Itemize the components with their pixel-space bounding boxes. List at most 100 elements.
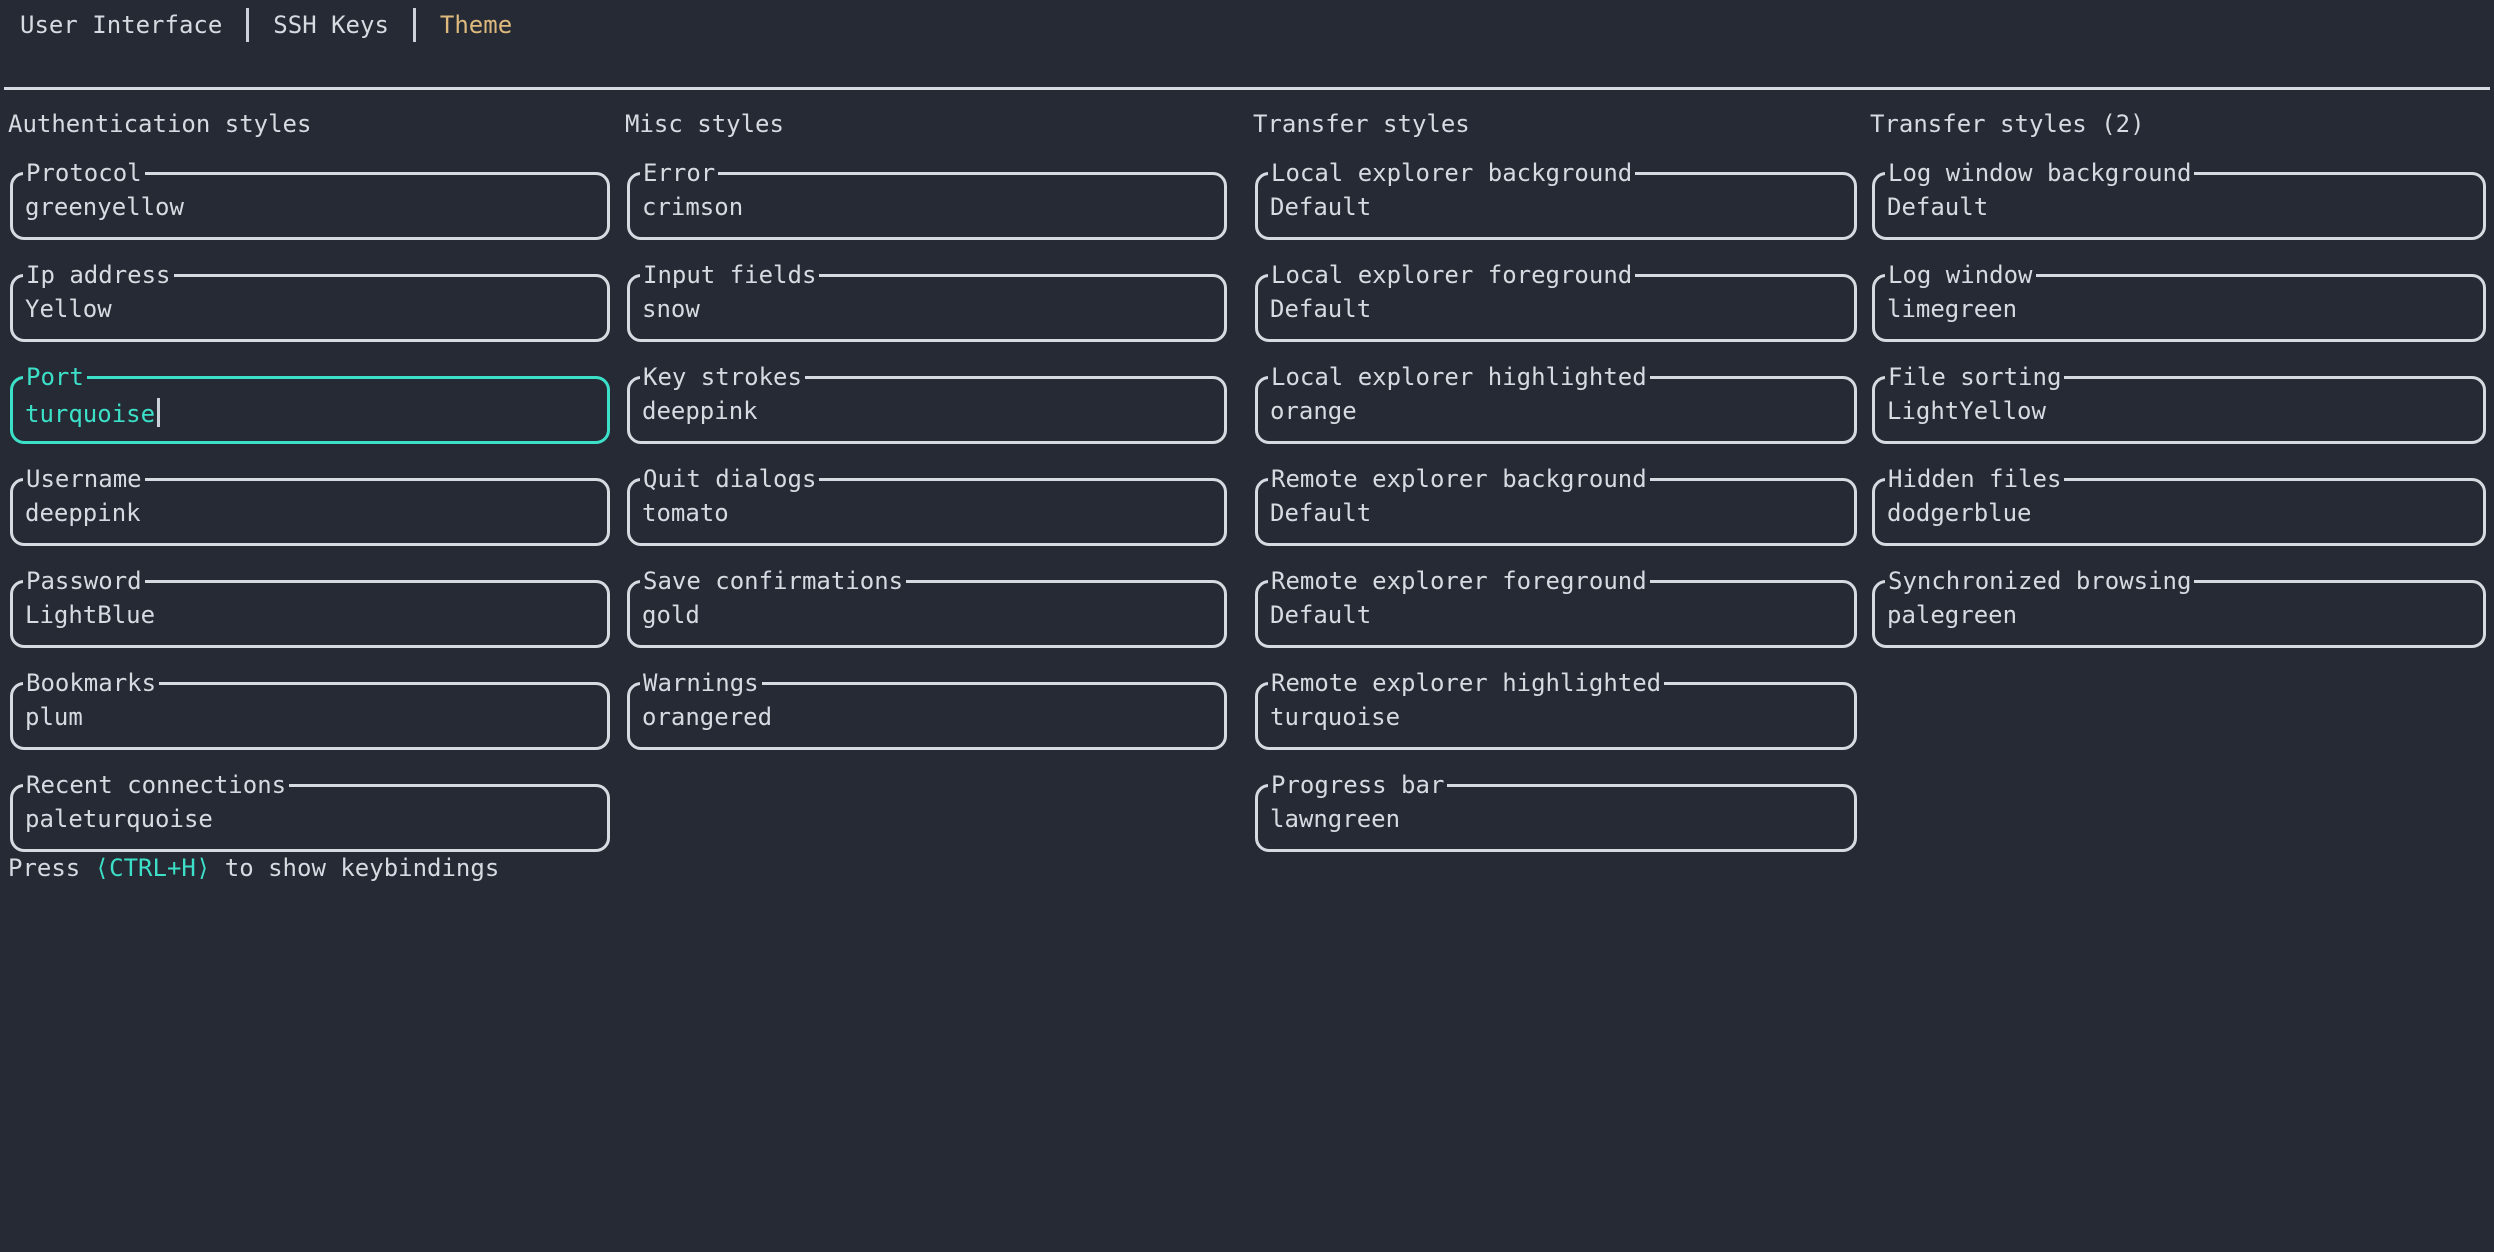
field-label: Key strokes [640, 365, 805, 389]
field-port[interactable]: Port turquoise [10, 365, 610, 444]
field-value: LightBlue [25, 602, 607, 628]
field-value: Default [1270, 500, 1854, 526]
text-cursor [157, 398, 161, 427]
field-value-text: deeppink [642, 397, 758, 425]
help-text: Press ⟨CTRL+H⟩ to show keybindings [8, 854, 499, 882]
field-value: orange [1270, 398, 1854, 424]
field-save-confirmations[interactable]: Save confirmations gold [627, 569, 1227, 648]
field-label: Port [23, 365, 87, 389]
field-value-text: Default [1270, 499, 1372, 527]
field-username[interactable]: Username deeppink [10, 467, 610, 546]
field-value-text: orangered [642, 703, 773, 731]
field-label: Synchronized browsing [1885, 569, 2195, 593]
field-value-text: dodgerblue [1887, 499, 2032, 527]
field-warnings[interactable]: Warnings orangered [627, 671, 1227, 750]
field-value: turquoise [25, 398, 607, 427]
field-value: deeppink [25, 500, 607, 526]
field-label: Remote explorer background [1268, 467, 1650, 491]
field-label: Bookmarks [23, 671, 160, 695]
column-title: Transfer styles (2) [1870, 110, 2145, 138]
field-value: plum [25, 704, 607, 730]
column-transfer-styles-2: Transfer styles (2) Log window background… [1870, 110, 2486, 648]
field-key-strokes[interactable]: Key strokes deeppink [627, 365, 1227, 444]
field-value: paleturquoise [25, 806, 607, 832]
field-label: Protocol [23, 161, 145, 185]
field-value-text: turquoise [1270, 703, 1401, 731]
field-recent-connections[interactable]: Recent connections paleturquoise [10, 773, 610, 852]
tab-theme[interactable]: Theme [439, 11, 513, 39]
field-label: Quit dialogs [640, 467, 820, 491]
field-value-text: tomato [642, 499, 729, 527]
field-label: Username [23, 467, 145, 491]
field-value-text: lawngreen [1270, 805, 1401, 833]
column-title: Authentication styles [8, 110, 312, 138]
field-label: Remote explorer foreground [1268, 569, 1650, 593]
field-label: Local explorer background [1268, 161, 1636, 185]
field-label: Ip address [23, 263, 174, 287]
field-value: Default [1270, 296, 1854, 322]
tab-separator [246, 8, 250, 42]
field-value-text: turquoise [25, 400, 156, 428]
field-value: LightYellow [1887, 398, 2483, 424]
field-value-text: orange [1270, 397, 1357, 425]
field-bookmarks[interactable]: Bookmarks plum [10, 671, 610, 750]
field-value: Default [1270, 194, 1854, 220]
field-value: deeppink [642, 398, 1224, 424]
field-value-text: gold [642, 601, 700, 629]
field-error[interactable]: Error crimson [627, 161, 1227, 240]
tab-ssh-keys[interactable]: SSH Keys [273, 11, 389, 39]
field-value-text: palegreen [1887, 601, 2018, 629]
field-label: Local explorer foreground [1268, 263, 1636, 287]
field-value: Default [1270, 602, 1854, 628]
field-synchronized-browsing[interactable]: Synchronized browsing palegreen [1872, 569, 2486, 648]
tab-separator [412, 8, 416, 42]
field-label: Warnings [640, 671, 762, 695]
field-value-text: Yellow [25, 295, 112, 323]
field-value-text: Default [1270, 193, 1372, 221]
field-progress-bar[interactable]: Progress bar lawngreen [1255, 773, 1857, 852]
field-value-text: crimson [642, 193, 744, 221]
field-value: orangered [642, 704, 1224, 730]
field-value-text: Default [1270, 295, 1372, 323]
field-protocol[interactable]: Protocol greenyellow [10, 161, 610, 240]
field-value: Default [1887, 194, 2483, 220]
field-value: crimson [642, 194, 1224, 220]
field-quit-dialogs[interactable]: Quit dialogs tomato [627, 467, 1227, 546]
tab-separator-line [4, 87, 2490, 90]
field-label: Save confirmations [640, 569, 907, 593]
field-value: palegreen [1887, 602, 2483, 628]
field-label: Error [640, 161, 719, 185]
field-value: gold [642, 602, 1224, 628]
field-value: greenyellow [25, 194, 607, 220]
field-value: turquoise [1270, 704, 1854, 730]
field-label: Log window background [1885, 161, 2195, 185]
field-label: Input fields [640, 263, 820, 287]
tab-bar: User Interface SSH Keys Theme [20, 6, 512, 44]
field-value-text: greenyellow [25, 193, 184, 221]
field-value-text: Default [1887, 193, 1989, 221]
field-value-text: LightBlue [25, 601, 156, 629]
help-suffix: to show keybindings [210, 854, 500, 882]
tab-user-interface[interactable]: User Interface [20, 11, 223, 39]
field-value-text: paleturquoise [25, 805, 213, 833]
field-value: dodgerblue [1887, 500, 2483, 526]
field-label: Recent connections [23, 773, 290, 797]
field-label: Progress bar [1268, 773, 1448, 797]
